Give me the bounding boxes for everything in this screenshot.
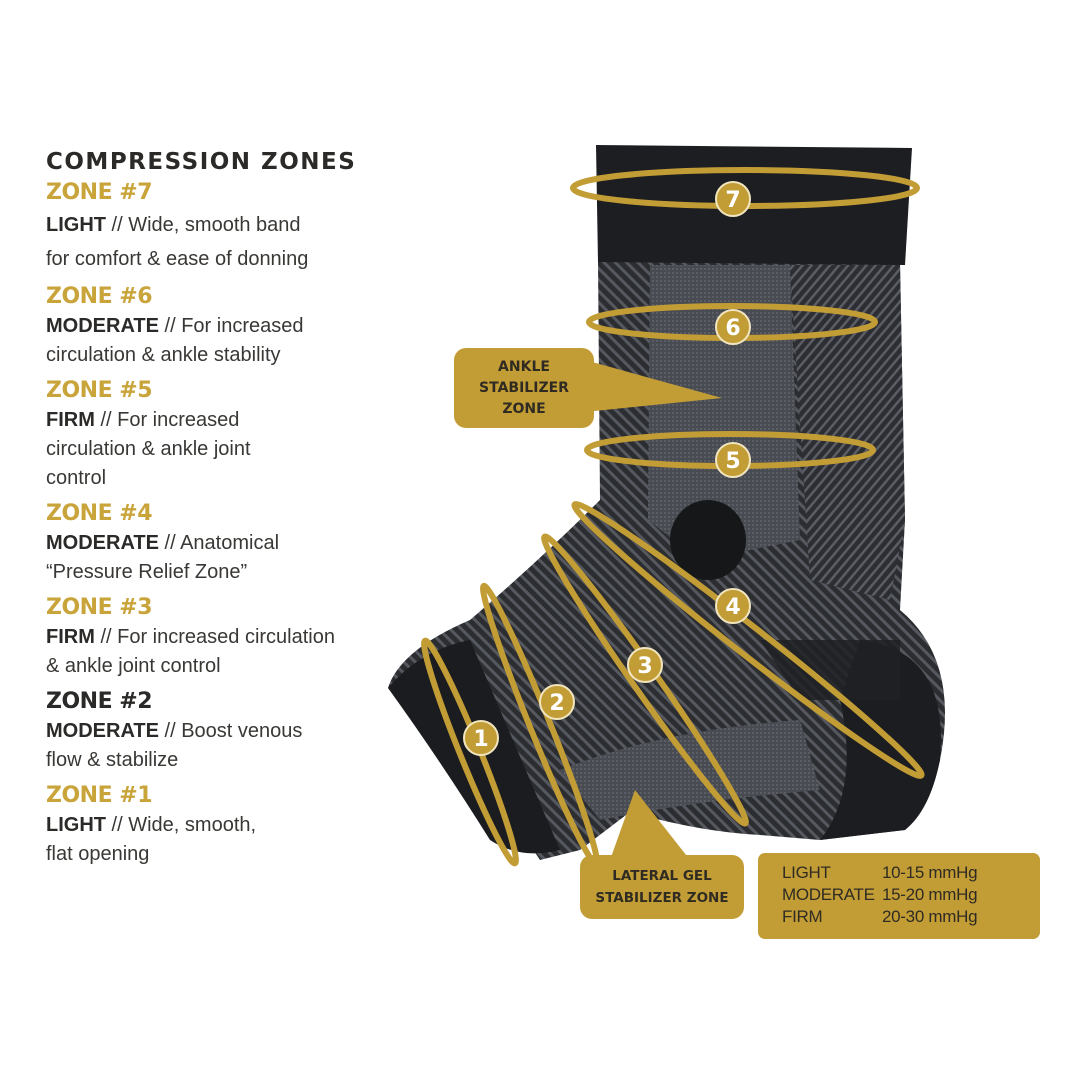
svg-text:7: 7 (725, 188, 740, 213)
zone-7-desc: LIGHT // Wide, smooth band for comfort &… (46, 208, 396, 276)
svg-text:1: 1 (473, 727, 488, 752)
ankle-callout-pointer (585, 360, 722, 412)
zone-3-desc: FIRM // For increased circulation & ankl… (46, 623, 396, 681)
zone-1-desc-line2: flat opening (46, 843, 150, 865)
legend-range: 15-20 mmHg (882, 885, 978, 904)
legend-range: 20-30 mmHg (882, 907, 978, 926)
zone-2-level: MODERATE (46, 720, 159, 742)
gel-callout-line2: STABILIZER ZONE (595, 890, 729, 906)
zone-3-title: ZONE #3 (46, 595, 153, 620)
separator: // (158, 720, 182, 742)
legend-range: 10-15 mmHg (882, 863, 978, 882)
zone-7-block: ZONE #7 LIGHT // Wide, smooth band for c… (46, 178, 396, 276)
legend-level: LIGHT (782, 863, 831, 882)
zone-1-block: ZONE #1 LIGHT // Wide, smooth, flat open… (46, 781, 396, 869)
svg-text:2: 2 (549, 691, 564, 716)
legend-row-light: LIGHT 10-15 mmHg (782, 862, 978, 884)
zone-6-desc: MODERATE // For increased circulation & … (46, 312, 396, 370)
zone-6-block: ZONE #6 MODERATE // For increased circul… (46, 282, 396, 370)
zone-2-desc: MODERATE // Boost venous flow & stabiliz… (46, 717, 396, 775)
zone-4-desc-line1: Anatomical (180, 532, 280, 554)
svg-text:6: 6 (725, 316, 740, 341)
legend-level: FIRM (782, 907, 823, 926)
zone-1-title: ZONE #1 (46, 783, 153, 808)
zone-4-block: ZONE #4 MODERATE // Anatomical “Pressure… (46, 499, 396, 587)
gel-callout-line1: LATERAL GEL (612, 868, 712, 884)
zone-1-desc-line1: Wide, smooth, (128, 814, 257, 836)
zone-5-level: FIRM (46, 409, 95, 431)
svg-text:5: 5 (725, 449, 740, 474)
zone-6-desc-line2: circulation & ankle stability (46, 344, 281, 366)
zone-6-level: MODERATE (46, 315, 159, 337)
zone-5-desc: FIRM // For increased circulation & ankl… (46, 406, 396, 493)
marker-3: 3 (627, 647, 663, 683)
zone-5-desc-line3: control (46, 467, 107, 489)
zone-1-desc: LIGHT // Wide, smooth, flat opening (46, 811, 396, 869)
svg-text:3: 3 (637, 654, 652, 679)
ring-4 (571, 501, 925, 779)
svg-text:4: 4 (725, 595, 740, 620)
zone-7-desc-line2: for comfort & ease of donning (46, 248, 309, 270)
zone-2-desc-line2: flow & stabilize (46, 749, 179, 771)
pressure-legend: LIGHT 10-15 mmHg MODERATE 15-20 mmHg FIRM 2… (758, 853, 1040, 939)
zone-4-title: ZONE #4 (46, 501, 153, 526)
zone-5-title: ZONE #5 (46, 378, 153, 403)
separator: // (106, 214, 129, 236)
marker-4: 4 (715, 588, 751, 624)
marker-5: 5 (715, 442, 751, 478)
lateral-gel-callout: LATERAL GEL STABILIZER ZONE (580, 855, 744, 919)
zone-7-desc-line1: Wide, smooth band (128, 214, 301, 236)
legend-row-firm: FIRM 20-30 mmHg (782, 906, 978, 928)
zone-6-desc-line1: For increased (181, 315, 304, 337)
ankle-stabilizer-callout: ANKLE STABILIZER ZONE (454, 348, 594, 428)
zone-5-desc-line1: For increased (117, 409, 240, 431)
zone-3-level: FIRM (46, 626, 95, 648)
zone-1-level: LIGHT (46, 814, 106, 836)
separator: // (158, 532, 181, 554)
ankle-callout-line3: ZONE (502, 400, 546, 417)
marker-2: 2 (539, 684, 575, 720)
zone-5-desc-line2: circulation & ankle joint (46, 438, 251, 460)
zone-4-desc-line2: “Pressure Relief Zone” (46, 561, 248, 583)
marker-1: 1 (463, 720, 499, 756)
zone-2-desc-line1: Boost venous (181, 720, 303, 742)
zone-markers: 7 6 5 4 3 2 1 (463, 181, 751, 756)
zone-4-desc: MODERATE // Anatomical “Pressure Relief … (46, 529, 396, 587)
zone-3-block: ZONE #3 FIRM // For increased circulatio… (46, 593, 396, 681)
page-title: COMPRESSION ZONES (46, 149, 357, 175)
zone-7-title: ZONE #7 (46, 180, 153, 205)
ankle-callout-line2: STABILIZER (479, 379, 569, 396)
marker-6: 6 (715, 309, 751, 345)
ankle-callout-line1: ANKLE (498, 358, 550, 375)
zone-2-block: ZONE #2 MODERATE // Boost venous flow & … (46, 687, 396, 775)
legend-row-moderate: MODERATE 15-20 mmHg (782, 884, 978, 906)
separator: // (158, 315, 182, 337)
separator: // (94, 409, 118, 431)
zone-3-desc-line1: For increased circulation (117, 626, 335, 648)
legend-level: MODERATE (782, 885, 875, 904)
marker-7: 7 (715, 181, 751, 217)
zone-6-title: ZONE #6 (46, 284, 153, 309)
zone-4-level: MODERATE (46, 532, 159, 554)
separator: // (106, 814, 129, 836)
zone-2-title: ZONE #2 (46, 689, 153, 714)
zone-descriptions: COMPRESSION ZONES ZONE #7 LIGHT // Wide,… (46, 146, 396, 869)
zone-5-block: ZONE #5 FIRM // For increased circulatio… (46, 376, 396, 493)
separator: // (94, 626, 118, 648)
zone-7-level: LIGHT (46, 214, 106, 236)
gel-callout-pointer (610, 790, 690, 860)
zone-3-desc-line2: & ankle joint control (46, 655, 221, 677)
